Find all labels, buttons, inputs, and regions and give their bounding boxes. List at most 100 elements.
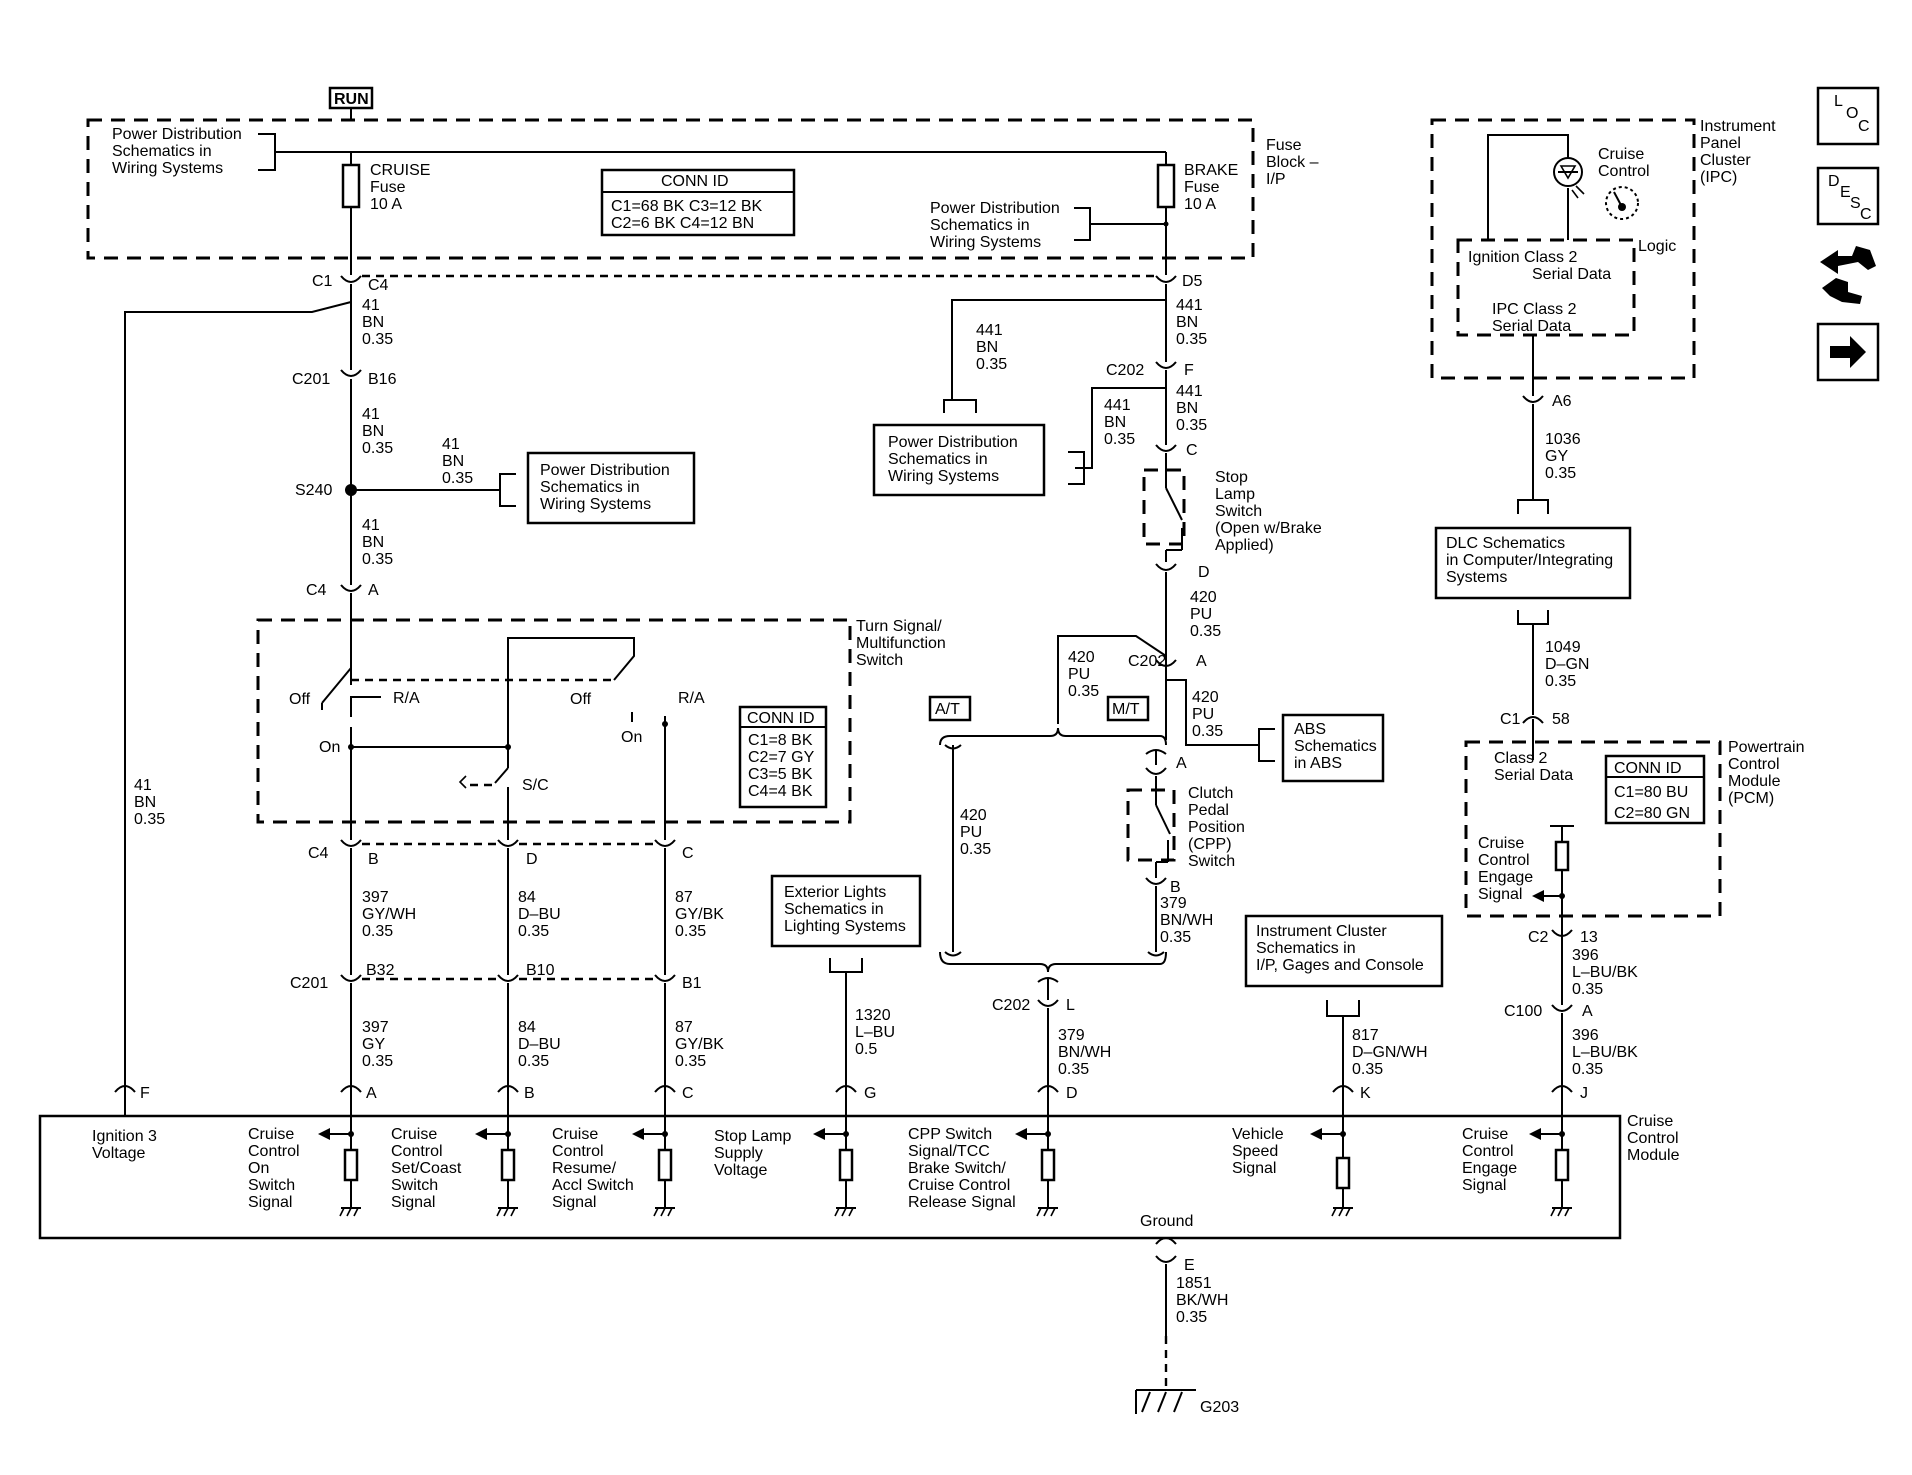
ign-text-2: Serial Data bbox=[1532, 266, 1611, 283]
stop-lamp-switch bbox=[1142, 468, 1186, 546]
ipc-label-3: Cluster bbox=[1700, 152, 1751, 169]
c4-d-connector bbox=[497, 839, 519, 847]
w396a-3: 0.35 bbox=[1572, 981, 1603, 998]
brake-fuse-type: Fuse bbox=[1184, 179, 1220, 196]
abs-bracket bbox=[1258, 728, 1275, 762]
eng-2: Control bbox=[1462, 1143, 1514, 1160]
exterior-lights-box bbox=[770, 874, 922, 948]
ign-text-1: Ignition Class 2 bbox=[1468, 249, 1577, 266]
conn-id-fuse-title: CONN ID bbox=[661, 173, 729, 190]
conn-pcm-row2: C2=80 GN bbox=[1614, 805, 1690, 822]
next-arrow-button[interactable] bbox=[1816, 322, 1880, 382]
w396b-3: 0.35 bbox=[1572, 1061, 1603, 1078]
c202-l-label: C202 bbox=[992, 997, 1030, 1014]
connector-tool-icon[interactable] bbox=[1820, 246, 1876, 304]
c1-label: C1 bbox=[312, 273, 333, 290]
off1-label: Off bbox=[289, 691, 311, 708]
w87b-3: 0.35 bbox=[675, 1053, 706, 1070]
ext-bracket bbox=[829, 958, 863, 973]
cpp-label-1: Clutch bbox=[1188, 785, 1233, 802]
loc-o: O bbox=[1846, 105, 1858, 122]
ground-label: Ground bbox=[1140, 1213, 1193, 1230]
conn-ts-row3: C3=5 BK bbox=[748, 766, 813, 783]
cpp-sig-5: Release Signal bbox=[908, 1194, 1016, 1211]
c4-c-connector bbox=[654, 839, 676, 847]
cruise-fuse bbox=[341, 163, 361, 209]
pcm-label-2: Control bbox=[1728, 756, 1780, 773]
cpp-label-3: Position bbox=[1188, 819, 1245, 836]
cpp-label-2: Pedal bbox=[1188, 802, 1229, 819]
w1320-1: 1320 bbox=[855, 1007, 891, 1024]
w379b-2: BN/WH bbox=[1058, 1044, 1111, 1061]
ccm-label-2: Control bbox=[1627, 1130, 1679, 1147]
ic-text-1: Instrument Cluster bbox=[1256, 923, 1387, 940]
w817-1: 817 bbox=[1352, 1027, 1379, 1044]
a-mid-label: A bbox=[368, 582, 379, 599]
dlc-bottom-bracket bbox=[1517, 610, 1549, 625]
a6-label: A6 bbox=[1552, 393, 1572, 410]
c4-top-label: C4 bbox=[368, 277, 389, 294]
w420a-1: 420 bbox=[1190, 589, 1217, 606]
pin-a-label: A bbox=[366, 1085, 377, 1102]
c202-a-label: C202 bbox=[1128, 653, 1166, 670]
pd-s240-bracket bbox=[499, 473, 516, 507]
w87b-2: GY/BK bbox=[675, 1036, 724, 1053]
w397a-3: 0.35 bbox=[362, 923, 393, 940]
on-sig-3: On bbox=[248, 1160, 269, 1177]
desc-e: E bbox=[1840, 184, 1851, 201]
w420c-1: 420 bbox=[1192, 689, 1219, 706]
conn-ts-row2: C2=7 GY bbox=[748, 749, 815, 766]
c201-b1-connector bbox=[654, 974, 676, 982]
cruise-indicator-lamp bbox=[1553, 157, 1583, 187]
set-sig-2: Control bbox=[391, 1143, 443, 1160]
at-option-box bbox=[928, 695, 972, 722]
instrument-panel-cluster bbox=[1430, 118, 1696, 380]
w441c-2: BN bbox=[1104, 414, 1126, 431]
c201-b16-connector bbox=[340, 369, 362, 377]
fuse-block-label-3: I/P bbox=[1266, 171, 1286, 188]
conn-pcm-row1: C1=80 BU bbox=[1614, 784, 1688, 801]
stop-label-5: Applied) bbox=[1215, 537, 1274, 554]
turn-signal-multifunction-switch bbox=[256, 618, 852, 824]
w1049-1: 1049 bbox=[1545, 639, 1581, 656]
stop-lamp-supply-input bbox=[813, 1085, 857, 1217]
cruise-gauge-icon bbox=[1605, 186, 1639, 220]
c4-mid-label: C4 bbox=[306, 582, 327, 599]
ic-text-2: Schematics in bbox=[1256, 940, 1356, 957]
cpp-sig-2: Signal/TCC bbox=[908, 1143, 990, 1160]
sc-switch-blade bbox=[494, 767, 509, 784]
set-sig-4: Switch bbox=[391, 1177, 438, 1194]
w396b-2: L–BU/BK bbox=[1572, 1044, 1638, 1061]
w441d-2: BN bbox=[1176, 400, 1198, 417]
s240-label: S240 bbox=[295, 482, 332, 499]
l-label: L bbox=[1066, 997, 1075, 1014]
pin-j-label: J bbox=[1580, 1085, 1588, 1102]
eng-1: Cruise bbox=[1462, 1126, 1508, 1143]
set-coast-resume-switch bbox=[507, 637, 635, 747]
ipc-label-1: Instrument bbox=[1700, 118, 1776, 135]
c100-label: C100 bbox=[1504, 1003, 1542, 1020]
w420a-2: PU bbox=[1190, 606, 1212, 623]
desc-d: D bbox=[1828, 173, 1840, 190]
cpp-sig-4: Cruise Control bbox=[908, 1177, 1010, 1194]
pd-box2-top-bracket bbox=[943, 399, 977, 413]
loc-c: C bbox=[1858, 118, 1870, 135]
pd-box2-text-2: Schematics in bbox=[888, 451, 988, 468]
w397a-2: GY/WH bbox=[362, 906, 416, 923]
description-button[interactable]: D E S C bbox=[1816, 166, 1880, 226]
ipc-label-2: Panel bbox=[1700, 135, 1741, 152]
conn-ts-row4: C4=4 BK bbox=[748, 783, 813, 800]
stop-sig-1: Stop Lamp bbox=[714, 1128, 791, 1145]
on-sig-2: Control bbox=[248, 1143, 300, 1160]
w1049-3: 0.35 bbox=[1545, 673, 1576, 690]
stop-label-1: Stop bbox=[1215, 469, 1248, 486]
c202-l-connector bbox=[1037, 999, 1059, 1007]
arrow-right-icon bbox=[1830, 336, 1866, 368]
wire-441-branch bbox=[951, 299, 1166, 400]
location-button[interactable]: L O C bbox=[1816, 86, 1880, 146]
w41f-1: 41 bbox=[134, 777, 152, 794]
cruise-on-switch-blade bbox=[321, 667, 352, 704]
pd-top-text-2: Schematics in bbox=[112, 143, 212, 160]
ipc-label-4: (IPC) bbox=[1700, 169, 1737, 186]
w379a-2: BN/WH bbox=[1160, 912, 1213, 929]
